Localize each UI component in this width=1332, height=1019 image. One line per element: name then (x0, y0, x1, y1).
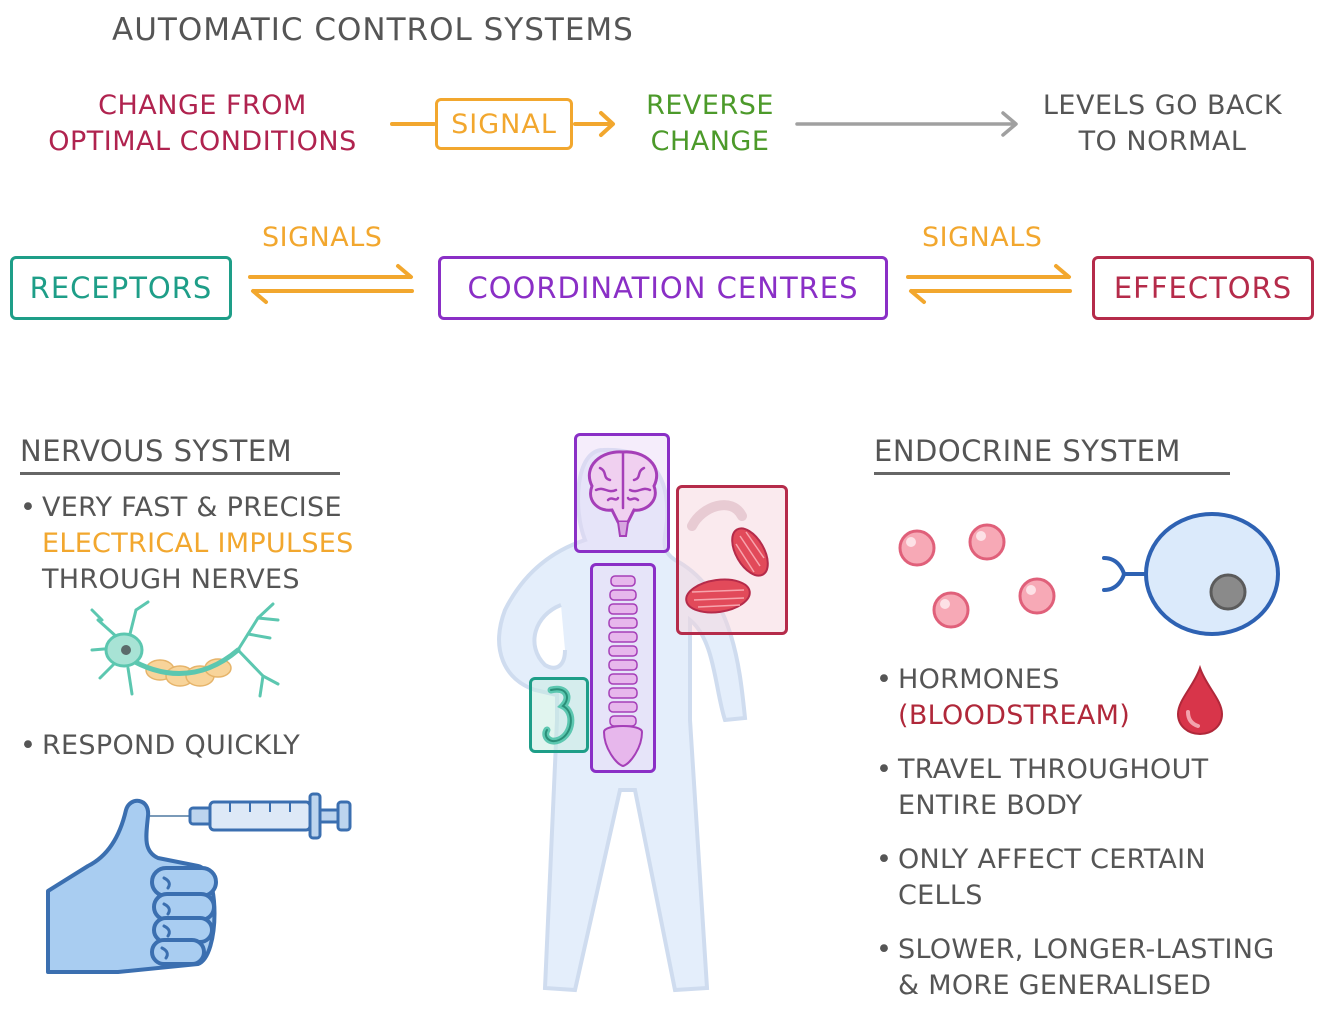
double-arrow-right (906, 264, 1072, 304)
reverse-line-1: REVERSE (646, 90, 774, 121)
reverse-text: REVERSE CHANGE (625, 88, 795, 160)
slower-line-2: & MORE GENERALISED (898, 970, 1212, 1001)
endocrine-heading: ENDOCRINE SYSTEM (874, 434, 1230, 475)
flow-arrow-2 (573, 111, 615, 137)
blood-drop-icon (1176, 664, 1224, 736)
bullet-dot: • (876, 844, 893, 875)
bullet-dot: • (876, 754, 893, 785)
signals-label-right: SIGNALS (922, 222, 1043, 253)
endocrine-bullet-4: •SLOWER, LONGER-LASTING & MORE GENERALIS… (876, 932, 1275, 1004)
endocrine-bullet-1: •HORMONES (BLOODSTREAM) (876, 662, 1130, 734)
affect-line-2: CELLS (898, 880, 983, 911)
signal-box: SIGNAL (435, 98, 573, 150)
hand-icon (46, 799, 218, 974)
nervous-bullet-1: •VERY FAST & PRECISE ELECTRICAL IMPULSES… (20, 490, 354, 598)
signals-label-left: SIGNALS (262, 222, 383, 253)
slower-line-1: SLOWER, LONGER-LASTING (898, 934, 1275, 965)
bloodstream-text: (BLOODSTREAM) (898, 700, 1131, 731)
receptors-box: RECEPTORS (10, 256, 232, 320)
endocrine-bullet-2: •TRAVEL THROUGHOUT ENTIRE BODY (876, 752, 1208, 824)
electrical-impulses-text: ELECTRICAL IMPULSES (42, 528, 354, 559)
nervous-b1-line3: THROUGH NERVES (42, 564, 300, 595)
flow-arrow-1 (390, 122, 436, 126)
syringe-icon (150, 792, 352, 840)
effectors-box: EFFECTORS (1092, 256, 1314, 320)
spine-icon (602, 575, 644, 768)
change-text: CHANGE FROM OPTIMAL CONDITIONS (20, 88, 385, 160)
change-line-2: OPTIMAL CONDITIONS (48, 126, 357, 157)
double-arrow-left (248, 264, 414, 304)
endocrine-bullet-3: •ONLY AFFECT CERTAIN CELLS (876, 842, 1206, 914)
change-line-1: CHANGE FROM (98, 90, 307, 121)
coordination-box: COORDINATION CENTRES (438, 256, 888, 320)
bullet-dot: • (876, 934, 893, 965)
reverse-line-2: CHANGE (650, 126, 770, 157)
hormone-molecule-icon (898, 523, 1056, 629)
target-cell-icon (1102, 512, 1280, 636)
travel-line-2: ENTIRE BODY (898, 790, 1083, 821)
flow-arrow-grey (795, 111, 1018, 137)
nervous-bullet-2: •RESPOND QUICKLY (20, 728, 300, 764)
bullet-dot: • (876, 664, 893, 695)
bullet-dot: • (20, 730, 37, 761)
page-title: AUTOMATIC CONTROL SYSTEMS (112, 12, 634, 48)
nervous-b1-line1: VERY FAST & PRECISE (42, 492, 342, 523)
respond-quickly-text: RESPOND QUICKLY (42, 730, 301, 761)
levels-line-2: TO NORMAL (1078, 126, 1247, 157)
neuron-icon (90, 600, 280, 698)
brain-icon (587, 450, 659, 537)
affect-line-1: ONLY AFFECT CERTAIN (898, 844, 1206, 875)
hormones-text: HORMONES (898, 664, 1060, 695)
bullet-dot: • (20, 492, 37, 523)
travel-line-1: TRAVEL THROUGHOUT (898, 754, 1209, 785)
levels-line-1: LEVELS GO BACK (1042, 90, 1283, 121)
nervous-heading: NERVOUS SYSTEM (20, 434, 340, 475)
levels-text: LEVELS GO BACK TO NORMAL (1025, 88, 1300, 160)
organ-icon (542, 685, 575, 745)
muscle-icon (685, 500, 769, 614)
